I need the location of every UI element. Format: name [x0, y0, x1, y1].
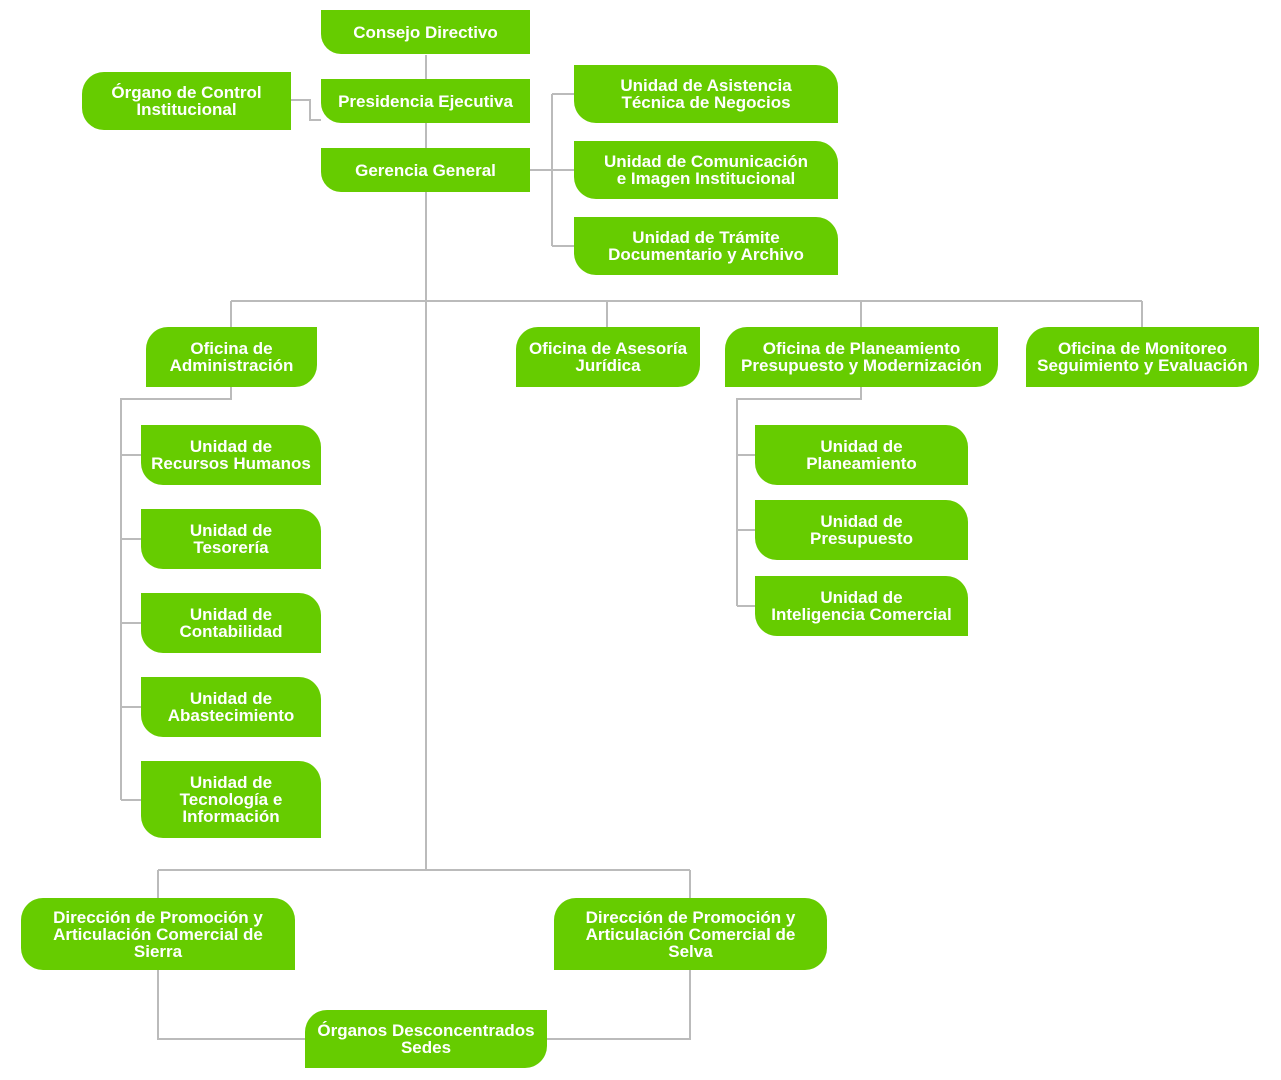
- box-oficina-planeamiento: Oficina de Planeamiento Presupuesto y Mo…: [725, 327, 998, 387]
- box-organos-desconcentrados: Órganos Desconcentrados Sedes: [305, 1010, 547, 1068]
- box-unidad-tesoreria: Unidad de Tesorería: [141, 509, 321, 569]
- box-unidad-tramite-documentario: Unidad de Trámite Documentario y Archivo: [574, 217, 838, 275]
- box-organo-control-institucional: Órgano de Control Institucional: [82, 72, 291, 130]
- box-unidad-presupuesto: Unidad de Presupuesto: [755, 500, 968, 560]
- box-unidad-comunicacion: Unidad de Comunicación e Imagen Instituc…: [574, 141, 838, 199]
- box-oficina-asesoria-juridica: Oficina de Asesoría Jurídica: [516, 327, 700, 387]
- box-unidad-inteligencia-comercial: Unidad de Inteligencia Comercial: [755, 576, 968, 636]
- box-oficina-administracion: Oficina de Administración: [146, 327, 317, 387]
- box-unidad-contabilidad: Unidad de Contabilidad: [141, 593, 321, 653]
- box-direccion-sierra: Dirección de Promoción y Articulación Co…: [21, 898, 295, 970]
- box-unidad-recursos-humanos: Unidad de Recursos Humanos: [141, 425, 321, 485]
- box-unidad-planeamiento: Unidad de Planeamiento: [755, 425, 968, 485]
- box-gerencia-general: Gerencia General: [321, 148, 530, 192]
- box-presidencia-ejecutiva: Presidencia Ejecutiva: [321, 79, 530, 123]
- box-unidad-abastecimiento: Unidad de Abastecimiento: [141, 677, 321, 737]
- box-oficina-monitoreo: Oficina de Monitoreo Seguimiento y Evalu…: [1026, 327, 1259, 387]
- box-unidad-asistencia-tecnica: Unidad de Asistencia Técnica de Negocios: [574, 65, 838, 123]
- box-consejo-directivo: Consejo Directivo: [321, 10, 530, 54]
- box-direccion-selva: Dirección de Promoción y Articulación Co…: [554, 898, 827, 970]
- box-unidad-tecnologia-informacion: Unidad de Tecnología e Información: [141, 761, 321, 838]
